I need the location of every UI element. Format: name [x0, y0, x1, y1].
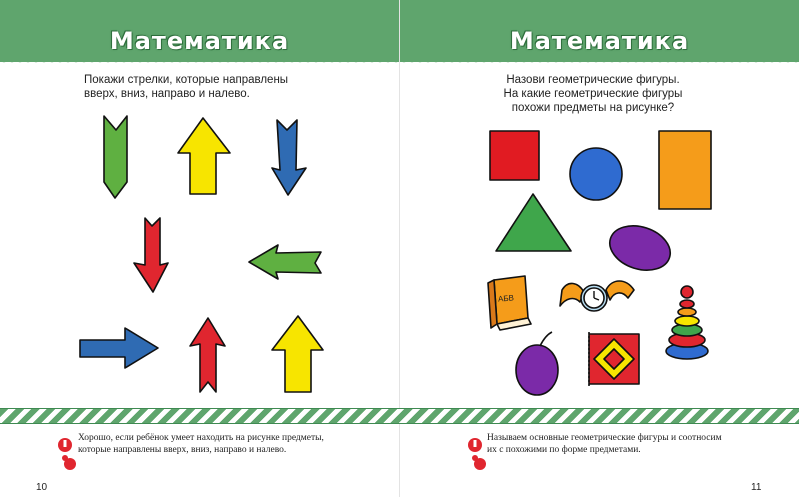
plum-object: [515, 331, 559, 396]
left-instruction-line-2: вверх, вниз, направо и налево.: [84, 88, 250, 100]
left-parent-note: Хорошо, если ребёнок умеет находить на р…: [78, 432, 378, 456]
left-instruction: Покажи стрелки, которые направлены вверх…: [84, 73, 324, 101]
book-label: АБВ: [497, 293, 515, 304]
green-triangle: [495, 193, 572, 252]
blue-circle: [569, 147, 623, 201]
yellow-up-arrow-bottom: [271, 315, 324, 393]
left-page-title: Математика: [109, 27, 290, 55]
right-instruction: Назови геометрические фигуры. На какие г…: [462, 73, 724, 115]
page-spine: [399, 0, 400, 497]
wristwatch-object: [559, 280, 635, 312]
blue-down-arrow: [271, 119, 307, 196]
yellow-up-arrow-top: [177, 117, 231, 195]
right-note-line-2: их с похожими по форме предметами.: [487, 445, 641, 455]
attention-badge-icon: [58, 438, 76, 470]
right-instruction-line-3: похожи предметы на рисунке?: [511, 102, 675, 114]
green-down-arrow: [103, 115, 128, 199]
left-page-number: 10: [36, 482, 48, 493]
decorative-stripe-divider: [0, 408, 799, 424]
blue-right-arrow: [79, 327, 159, 369]
purple-oval: [609, 225, 671, 271]
right-instruction-line-2: На какие геометрические фигуры: [503, 88, 683, 100]
red-down-arrow: [133, 217, 169, 293]
left-instruction-line-1: Покажи стрелки, которые направлены: [84, 74, 289, 86]
book-object: [487, 275, 532, 331]
orange-rectangle: [658, 130, 712, 210]
right-parent-note: Называем основные геометрические фигуры …: [487, 432, 767, 456]
square-rug-object: [588, 332, 640, 386]
right-page-title: Математика: [509, 27, 690, 55]
left-note-line-1: Хорошо, если ребёнок умеет находить на р…: [78, 433, 324, 443]
right-note-line-1: Называем основные геометрические фигуры …: [487, 433, 722, 443]
red-up-arrow: [189, 317, 226, 393]
ring-pyramid-toy: [665, 285, 709, 360]
right-instruction-line-1: Назови геометрические фигуры.: [506, 74, 680, 86]
right-page-number: 11: [751, 482, 762, 493]
left-note-line-2: которые направлены вверх, вниз, направо …: [78, 445, 287, 455]
green-left-arrow: [248, 244, 322, 280]
red-square: [489, 130, 540, 181]
attention-badge-icon: [468, 438, 486, 470]
